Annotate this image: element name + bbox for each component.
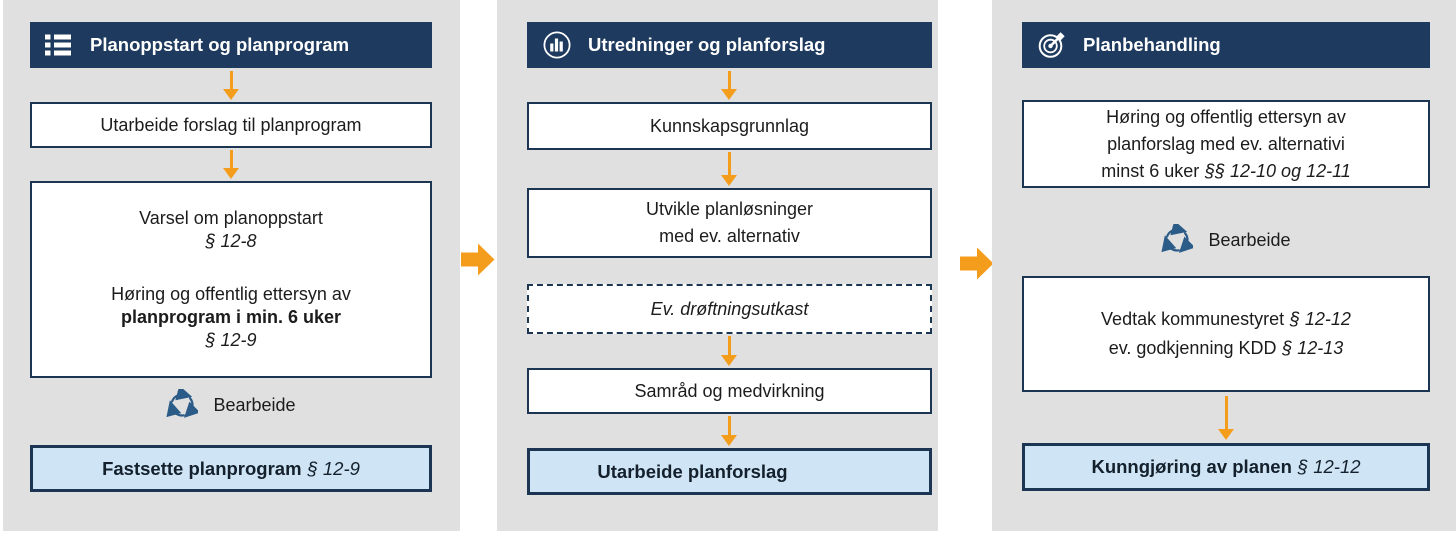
paragraph-ref: § 12-12 [1289,309,1351,329]
box-utarbeide-forslag-planprogram: Utarbeide forslag til planprogram [30,102,432,148]
paragraph-ref: § 12-9 [205,330,257,350]
box-text: Utarbeide forslag til planprogram [100,114,362,135]
target-icon [1038,32,1065,58]
box-text: Kunnskapsgrunnlag [649,115,810,136]
list-icon [45,34,71,56]
down-arrow-icon [223,150,240,179]
box-text: ev. godkjenning KDD§ 12-13 [1109,334,1344,363]
column-header-label: Utredninger og planforslag [588,34,826,55]
cycle-icon [166,389,199,418]
column-panel-planbehandling: Planbehandling Høring og offentlig etter… [992,0,1456,531]
column-header-planbehandling: Planbehandling [1022,22,1430,68]
box-text: Vedtak kommunestyret [1101,309,1285,329]
down-arrow-icon [721,152,738,186]
rework-row: Bearbeide [30,388,432,422]
down-arrow-icon [223,71,240,100]
column-header-utredninger: Utredninger og planforslag [527,22,932,68]
box-text: Høring og offentlig ettersyn av [1106,106,1346,127]
box-utarbeide-planforslag: Utarbeide planforslag [527,448,932,495]
box-kunnskapsgrunnlag: Kunnskapsgrunnlag [527,102,932,150]
down-arrow-icon [1218,396,1235,440]
box-text: Utvikle planløsninger [645,199,814,219]
box-horing-planforslag: Høring og offentlig ettersyn av planfors… [1022,100,1430,188]
rework-row: Bearbeide [1022,223,1430,257]
box-text: med ev. alternativ [659,226,800,246]
column-header-planoppstart: Planoppstart og planprogram [30,22,432,68]
box-text: Ev. drøftningsutkast [650,298,809,319]
down-arrow-icon [721,71,738,100]
column-header-label: Planoppstart og planprogram [90,34,350,55]
box-text: minst 6 uker [1101,160,1200,181]
rework-label: Bearbeide [1208,229,1291,250]
box-vedtak-kommunestyret: Vedtak kommunestyret§ 12-12 ev. godkjenn… [1022,276,1430,392]
line-spacer [32,253,430,283]
final-title: Kunngjøring av planen [1091,456,1292,477]
paragraph-ref: §§ 12-10 og 12-11 [1205,160,1351,181]
box-text: Kunngjøring av planen§ 12-12 [1091,456,1360,478]
down-arrow-icon [721,416,738,446]
paragraph-ref: § 12-8 [205,231,257,251]
rework-label: Bearbeide [213,394,296,415]
box-text: Samråd og medvirkning [634,380,825,401]
box-varsel-og-horing: Varsel om planoppstart § 12-8 Høring og … [30,181,432,378]
box-text: Vedtak kommunestyret§ 12-12 [1101,305,1351,334]
bar-chart-icon [543,31,571,59]
flow-arrow-icon [461,243,495,276]
box-kunngjoring-av-planen: Kunngjøring av planen§ 12-12 [1022,443,1430,491]
box-text: Fastsette planprogram§ 12-9 [102,458,360,480]
column-panel-utredninger: Utredninger og planforslag Kunnskapsgrun… [497,0,938,531]
box-utvikle-planlosninger: Utvikle planløsninger med ev. alternativ [527,188,932,258]
box-samrad-og-medvirkning: Samråd og medvirkning [527,368,932,414]
final-title: Utarbeide planforslag [597,460,788,482]
box-text: Utarbeide planforslag [597,461,787,483]
box-text: planforslag med ev. alternativi [1107,133,1345,154]
box-text: minst 6 uker§§ 12-10 og 12-11 [1101,158,1351,185]
box-droftningsutkast: Ev. drøftningsutkast [527,284,932,334]
column-header-label: Planbehandling [1083,34,1221,55]
flow-arrow-icon [960,247,994,280]
box-text: planprogram i min. 6 uker [120,307,342,327]
cycle-icon [1161,224,1194,253]
down-arrow-icon [721,336,738,366]
box-text: Høring og offentlig ettersyn av [111,284,351,304]
paragraph-ref: § 12-9 [307,457,360,479]
box-text: ev. godkjenning KDD [1108,338,1277,358]
box-fastsette-planprogram: Fastsette planprogram§ 12-9 [30,445,432,492]
final-title: Fastsette planprogram [102,457,302,479]
paragraph-ref: § 12-13 [1282,338,1344,358]
column-panel-planoppstart: Planoppstart og planprogram Utarbeide fo… [3,0,460,531]
box-text: Varsel om planoppstart [139,208,323,228]
paragraph-ref: § 12-12 [1297,456,1361,477]
